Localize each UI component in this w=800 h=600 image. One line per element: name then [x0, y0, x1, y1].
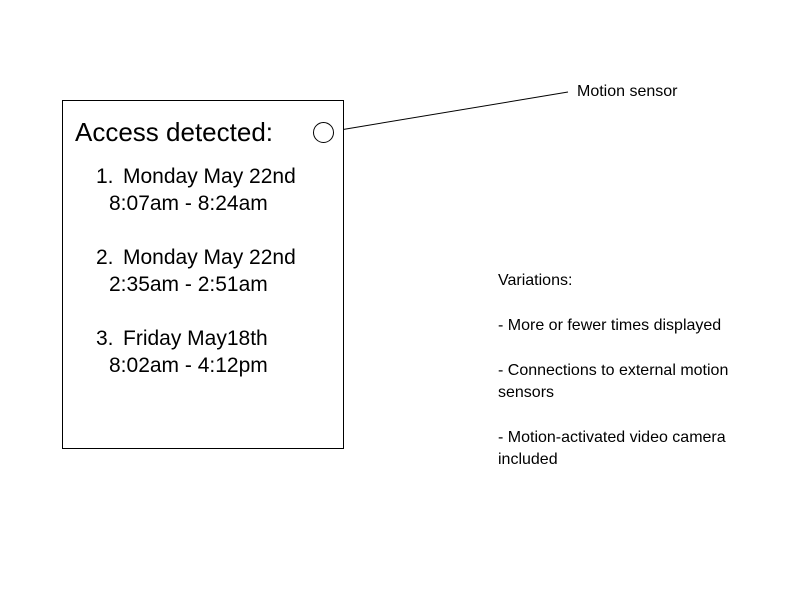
access-entry: 1. Monday May 22nd 8:07am - 8:24am: [96, 163, 296, 217]
variation-line: included: [498, 451, 558, 468]
entry-time-range: 2:35am - 2:51am: [109, 273, 268, 296]
variations-heading: Variations:: [498, 272, 573, 289]
variation-line: - More or fewer times displayed: [498, 317, 722, 334]
variation-item: - Connections to external motion sensors: [498, 360, 788, 404]
entry-date: Monday May 22nd: [123, 246, 296, 269]
entry-time-range: 8:07am - 8:24am: [109, 192, 268, 215]
entry-number: 3.: [96, 327, 114, 350]
motion-sensor-label: Motion sensor: [577, 83, 678, 100]
variation-item: - Motion-activated video camera included: [498, 427, 788, 471]
entry-number: 1.: [96, 165, 114, 188]
entry-time-range: 8:02am - 4:12pm: [109, 354, 268, 377]
entry-date-line: 1. Monday May 22nd: [96, 163, 296, 190]
entry-date-line: 3. Friday May18th: [96, 325, 296, 352]
variation-item: - More or fewer times displayed: [498, 315, 788, 337]
access-panel: Access detected: 1. Monday May 22nd 8:07…: [62, 100, 344, 449]
panel-title: Access detected:: [75, 117, 273, 147]
motion-sensor-indicator-icon: [313, 122, 334, 143]
entry-date-line: 2. Monday May 22nd: [96, 244, 296, 271]
variation-line: sensors: [498, 384, 555, 401]
variation-line: - Connections to external motion: [498, 362, 729, 379]
entry-number: 2.: [96, 246, 114, 269]
variation-line: - Motion-activated video camera: [498, 429, 726, 446]
access-entry: 2. Monday May 22nd 2:35am - 2:51am: [96, 244, 296, 298]
access-entries-list: 1. Monday May 22nd 8:07am - 8:24am 2. Mo…: [96, 163, 296, 406]
variations-block: Variations: - More or fewer times displa…: [498, 270, 788, 494]
entry-date: Friday May18th: [123, 327, 268, 350]
entry-date: Monday May 22nd: [123, 165, 296, 188]
access-entry: 3. Friday May18th 8:02am - 4:12pm: [96, 325, 296, 379]
